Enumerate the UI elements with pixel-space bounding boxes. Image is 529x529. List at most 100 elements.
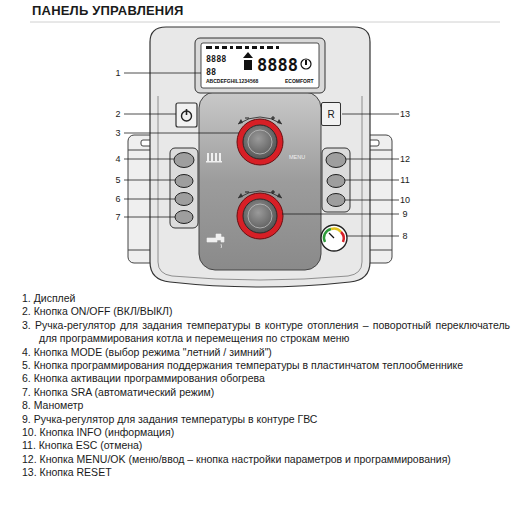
panel-part — [237, 193, 283, 239]
panel-part — [215, 153, 217, 162]
panel-part — [124, 73, 201, 74]
panel-part — [186, 109, 188, 115]
title-rule — [30, 22, 500, 23]
panel-part — [267, 46, 273, 49]
panel-part — [124, 199, 175, 200]
panel-part — [301, 59, 311, 69]
panel-part — [124, 180, 175, 181]
panel-part — [236, 46, 242, 49]
callout-number: 10 — [400, 196, 410, 205]
panel-part — [346, 159, 399, 160]
panel-part — [260, 46, 264, 49]
panel-part — [230, 46, 233, 49]
panel-part — [329, 233, 334, 238]
callout-number: 13 — [400, 110, 410, 119]
panel-part — [175, 211, 193, 224]
panel-part — [206, 46, 212, 49]
panel-part — [347, 236, 399, 237]
display-frame — [195, 38, 325, 93]
panel-part — [238, 119, 243, 124]
panel-part — [345, 200, 399, 201]
panel-part — [248, 130, 272, 154]
manometer — [321, 225, 347, 251]
callout-number: 6 — [115, 195, 120, 204]
list-item: 6. Кнопка активации программирования обо… — [22, 372, 510, 385]
reset-button: R — [321, 102, 341, 126]
panel-part — [244, 60, 252, 70]
panel-part — [282, 214, 399, 215]
callout-number: 12 — [400, 155, 410, 164]
panel-part — [207, 153, 209, 162]
panel-part — [237, 119, 283, 165]
panel-part — [277, 119, 282, 124]
panel-part — [170, 148, 198, 228]
panel-marking: MENU — [289, 155, 305, 161]
panel-part — [245, 192, 249, 193]
callout-number: 1 — [115, 69, 120, 78]
display-screen — [201, 43, 319, 88]
panel-part — [206, 161, 222, 163]
list-item: 12. Кнопка MENU/OK (меню/ввод – кнопка н… — [22, 453, 510, 466]
panel-part — [215, 46, 219, 49]
on-off-button — [176, 103, 197, 127]
panel-part — [124, 114, 176, 115]
panel-part — [174, 153, 194, 168]
panel-part — [243, 125, 277, 159]
leader-lines — [124, 73, 399, 236]
panel-part — [342, 114, 399, 115]
panel-part — [245, 118, 249, 119]
panel-part — [305, 60, 307, 65]
display-text: ECOMFORT — [285, 79, 314, 84]
panel-part — [341, 232, 344, 242]
panel-part — [124, 159, 174, 160]
list-item: 1. Дисплей — [22, 292, 510, 305]
list-item: 13. Кнопка RESET — [22, 466, 510, 479]
panel-part — [222, 46, 227, 49]
panel-part — [243, 199, 277, 233]
list-item: 11. Кнопка ESC (отмена) — [22, 439, 510, 452]
panel-part — [219, 153, 221, 162]
list-item: 9. Ручка-регулятор для задания температу… — [22, 413, 510, 426]
list-item: 4. Кнопка MODE (выбор режима "летний / з… — [22, 346, 510, 359]
panel-part — [175, 193, 193, 206]
legend-list: 1. Дисплей2. Кнопка ON/OFF (ВКЛ/ВЫКЛ)3. … — [22, 292, 510, 480]
list-item: 2. Кнопка ON/OFF (ВКЛ/ВЫКЛ) — [22, 305, 510, 318]
panel-part — [273, 190, 274, 194]
panel-part — [273, 116, 274, 120]
panel-part — [176, 103, 197, 127]
panel-part — [327, 194, 345, 207]
callout-number: 5 — [115, 176, 120, 185]
radiator-icon — [206, 153, 222, 163]
panel-part — [324, 229, 331, 242]
panel-part — [124, 217, 175, 218]
panel-part — [331, 229, 341, 232]
panel-part — [326, 153, 346, 168]
list-item: 8. Манометр — [22, 399, 510, 412]
dhw-knob — [237, 190, 283, 239]
list-item: 3. Ручка-регулятор для задания температу… — [22, 319, 510, 346]
callout-number: 3 — [115, 129, 120, 138]
panel-part — [277, 193, 282, 198]
display-text: 88 — [206, 68, 216, 77]
panel-part — [248, 204, 272, 228]
panel-part — [243, 52, 253, 58]
panel-part — [252, 46, 257, 49]
list-item: 10. Кнопка INFO (информация) — [22, 426, 510, 439]
list-item: 5. Кнопка программирования поддержания т… — [22, 359, 510, 372]
callout-number: 7 — [115, 213, 120, 222]
display-text: 8888 — [257, 57, 298, 74]
lcd-display: 8888888888ABCDEFGHIL1234568ECOMFORT — [201, 43, 319, 88]
tap-icon — [207, 234, 224, 248]
housing — [150, 27, 370, 287]
panel-part — [124, 133, 239, 134]
callout-number: 9 — [402, 210, 407, 219]
panel-part — [175, 175, 193, 188]
display-text: ABCDEFGHIL1234568 — [206, 79, 258, 84]
panel-part — [327, 175, 345, 188]
panel-part — [276, 46, 279, 49]
left-button-column — [170, 148, 198, 228]
panel-part — [211, 153, 213, 162]
console — [199, 92, 321, 270]
display-text: 8888 — [206, 55, 226, 64]
panel-part — [238, 193, 243, 198]
